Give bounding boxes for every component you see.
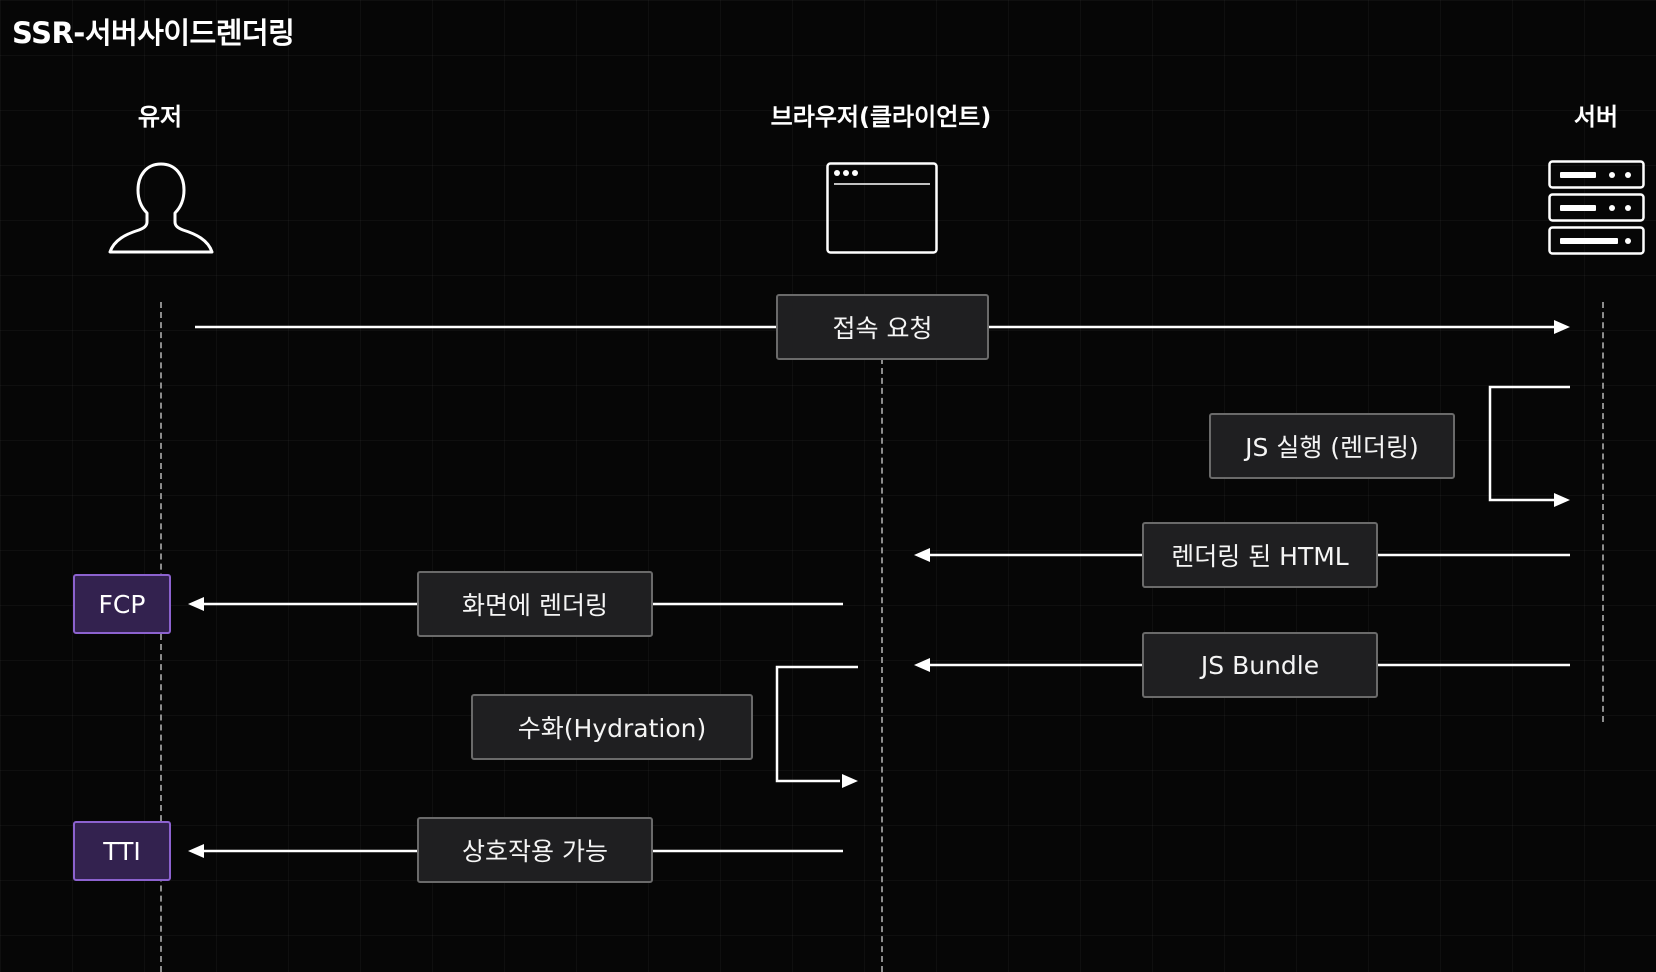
browser-window-icon — [826, 162, 938, 254]
step-rendered-html: 렌더링 된 HTML — [1142, 522, 1378, 588]
person-icon — [108, 162, 214, 254]
step-js-bundle: JS Bundle — [1142, 632, 1378, 698]
metric-tti-badge: TTI — [73, 821, 171, 881]
actor-label-server: 서버 — [1573, 103, 1619, 131]
actor-label-browser: 브라우저(클라이언트) — [770, 103, 992, 131]
step-js-execution: JS 실행 (렌더링) — [1209, 413, 1455, 479]
step-interactive: 상호작용 가능 — [417, 817, 653, 883]
lifeline-browser — [881, 358, 883, 972]
step-connect-request: 접속 요청 — [776, 294, 989, 360]
actor-label-user: 유저 — [137, 103, 183, 131]
server-rack-icon — [1548, 160, 1645, 255]
lifeline-server — [1602, 302, 1604, 722]
lifeline-user — [160, 302, 162, 972]
step-hydration: 수화(Hydration) — [471, 694, 753, 760]
metric-fcp-badge: FCP — [73, 574, 171, 634]
step-render-to-screen: 화면에 렌더링 — [417, 571, 653, 637]
page-title: SSR-서버사이드렌더링 — [12, 16, 295, 50]
